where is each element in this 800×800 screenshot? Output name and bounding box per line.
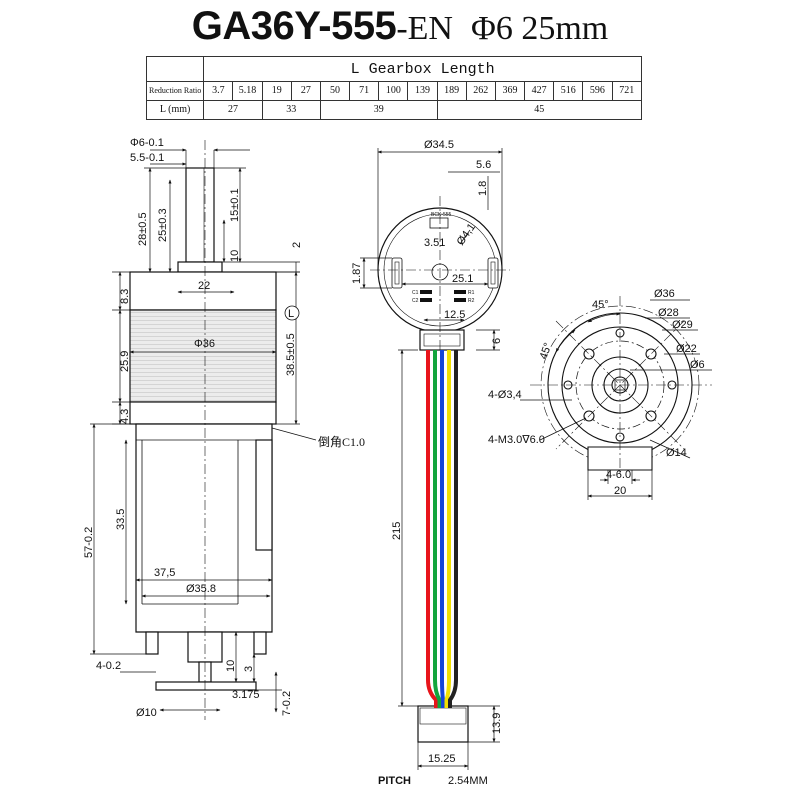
dim-phi-36-front: Ø36	[654, 288, 675, 300]
dim-8-3: 8.3	[119, 289, 131, 304]
length-cell: 27	[203, 100, 263, 120]
front-dim-labels: 45° 45° Ø36 Ø28 Ø29 Ø22 Ø6 4-Ø3,4 4-M3.0…	[488, 288, 705, 497]
dim-10: 10	[229, 250, 241, 262]
dim-6-connector: 6	[491, 338, 503, 344]
wire-2	[440, 350, 445, 708]
motor-side-tab	[255, 439, 273, 551]
dim-2: 2	[291, 242, 303, 248]
rear-dim-labels: Ø34.5 5.6 1.8 3.51 Ø4,1 1.87 25.1 12.5 6…	[351, 139, 503, 787]
dim-15-25: 15.25	[428, 753, 456, 765]
gearbox-body	[129, 309, 277, 403]
title-suffix: -EN	[396, 10, 453, 47]
front-dimensions	[520, 299, 712, 500]
dim-25: 25±0.3	[157, 208, 169, 242]
terminal-left	[145, 631, 159, 655]
side-dimensions	[90, 148, 317, 713]
wire-4	[448, 350, 458, 708]
pcb-r1: R1	[468, 290, 475, 296]
length-label: L (mm)	[145, 100, 205, 120]
dim-phi10: Ø10	[136, 707, 157, 719]
side-view	[129, 140, 277, 720]
pcb-marking: BCK-555	[431, 212, 452, 218]
title-spec: Φ6 25mm	[470, 10, 609, 47]
drawing-title: GA36Y-555-EN Φ6 25mm	[0, 4, 800, 49]
dim-15: 15±0.1	[229, 188, 241, 222]
wire-0	[426, 350, 438, 708]
dim-phi-22-front: Ø22	[676, 343, 697, 355]
dim-25-1: 25.1	[452, 273, 473, 285]
dim-20: 20	[614, 485, 626, 497]
chamfer-note: 倒角C1.0	[318, 435, 365, 449]
dim-3: 3	[243, 666, 255, 672]
dim-phi-28-front: Ø28	[658, 307, 679, 319]
dim-phi-6-front: Ø6	[690, 359, 705, 371]
dim-angle-45-top: 45°	[592, 299, 609, 311]
length-cell: 33	[261, 100, 321, 120]
dim-4-6: 4-6.0	[606, 469, 631, 481]
dim-4-02: 4-0.2	[96, 660, 121, 672]
motor-body	[135, 423, 273, 633]
dim-22: 22	[198, 280, 210, 292]
table-header: L Gearbox Length	[203, 56, 642, 82]
dim-l-circle	[284, 305, 300, 321]
dim-phi-14-front: Ø14	[666, 447, 687, 459]
dim-shaft-diameter: Φ6-0.1	[130, 137, 164, 149]
dim-4-3: 4.3	[119, 409, 131, 424]
terminal-right	[253, 631, 267, 655]
dim-12-5: 12.5	[444, 309, 465, 321]
pcb-c1: C1	[412, 290, 419, 296]
dim-1-8: 1.8	[477, 181, 489, 196]
dim-7: 7-0.2	[281, 691, 293, 716]
motor-flange	[129, 401, 277, 425]
dim-5-6: 5.6	[476, 159, 491, 171]
dim-10-rear: 10	[225, 660, 237, 672]
dim-shaft-flat: 5.5-0.1	[130, 152, 164, 164]
dim-mount-holes: 4-Ø3,4	[488, 389, 522, 401]
dim-25-9: 25.9	[119, 351, 131, 372]
shaft-collar	[177, 261, 223, 273]
encoder-disc	[155, 681, 257, 691]
dim-angle-45-left: 45°	[538, 341, 555, 361]
dim-l: L	[288, 308, 294, 320]
dim-phi-29-front: Ø29	[672, 319, 693, 331]
dim-3-51: 3.51	[424, 237, 445, 249]
length-cell: 45	[436, 100, 643, 120]
dim-phi36: Φ36	[194, 338, 215, 350]
dim-3-175: 3.175	[232, 689, 260, 701]
dim-1-87: 1.87	[351, 263, 363, 284]
rear-dimensions	[360, 148, 503, 770]
pcb-c2: C2	[412, 298, 419, 304]
side-dim-labels: Φ6-0.1 5.5-0.1 28±0.5 25±0.3 15±0.1 10 2…	[83, 137, 365, 719]
dim-13-9: 13.9	[491, 713, 503, 734]
dim-33-5: 33.5	[115, 509, 127, 530]
wire-3	[444, 350, 451, 708]
dim-34-5: Ø34.5	[424, 139, 454, 151]
dim-tap-holes: 4-M3.0∇6.0	[488, 434, 545, 446]
dim-38-5: 38.5±0.5	[285, 333, 297, 376]
rear-view	[370, 196, 510, 743]
wire-1	[433, 350, 442, 708]
dim-28: 28±0.5	[137, 212, 149, 246]
front-view	[530, 296, 712, 474]
title-model: GA36Y-555	[191, 4, 397, 48]
dim-215: 215	[391, 522, 403, 540]
pitch-label: PITCH	[378, 775, 411, 787]
length-cell: 39	[319, 100, 438, 120]
encoder-chip	[429, 217, 449, 229]
dim-35-8: Ø35.8	[186, 583, 216, 595]
pitch-value: 2.54MM	[448, 775, 488, 787]
dim-57: 57-0.2	[83, 527, 95, 558]
output-shaft	[185, 167, 215, 263]
dim-37-5: 37,5	[154, 567, 175, 579]
pcb-r2: R2	[468, 298, 475, 304]
wire-bundle	[426, 350, 458, 708]
